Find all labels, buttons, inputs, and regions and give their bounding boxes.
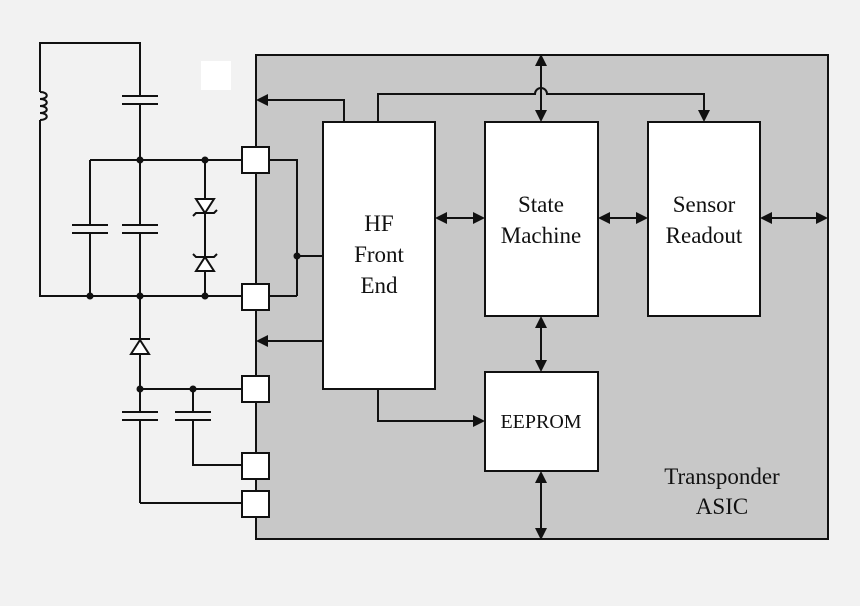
asic-label-line2: ASIC: [696, 494, 748, 519]
capacitor-icon: [122, 224, 158, 234]
sensor-readout-label-line2: Readout: [666, 223, 743, 248]
inductor-icon: [39, 91, 48, 121]
bond-pads: [241, 146, 270, 518]
capacitor-icon: [122, 411, 158, 421]
capacitor-icon: [122, 95, 158, 105]
capacitor-icon: [175, 411, 211, 421]
hf-front-end-block: HF Front End: [322, 121, 436, 390]
bond-pad: [241, 283, 270, 311]
asic-label-line1: Transponder: [664, 464, 780, 489]
bond-pad: [241, 452, 270, 480]
sensor-readout-block: Sensor Readout: [647, 121, 761, 317]
hf-front-end-label-line3: End: [360, 273, 398, 298]
antenna-loop-wire: [39, 42, 141, 297]
capacitor-icon: [72, 224, 108, 234]
internal-connections: [256, 54, 828, 540]
state-machine-label-line1: State: [518, 192, 564, 217]
external-circuit: [39, 42, 323, 504]
marker-square: [201, 61, 231, 90]
sensor-readout-label-line1: Sensor: [673, 192, 736, 217]
upper-rail-wire: [90, 159, 323, 296]
diode-icon: [129, 338, 151, 355]
hf-front-end-label-line1: HF: [364, 211, 393, 236]
state-machine-label-line2: Machine: [501, 223, 581, 248]
bond-pad: [241, 490, 270, 518]
zener-diode-icon: [192, 253, 218, 272]
bond-pad: [241, 375, 270, 403]
bond-pad: [241, 146, 270, 174]
zener-diode-icon: [192, 198, 218, 217]
hf-front-end-label-line2: Front: [354, 242, 404, 267]
eeprom-label: EEPROM: [500, 411, 581, 433]
state-machine-block: State Machine: [484, 121, 599, 317]
eeprom-block: EEPROM: [484, 371, 599, 472]
